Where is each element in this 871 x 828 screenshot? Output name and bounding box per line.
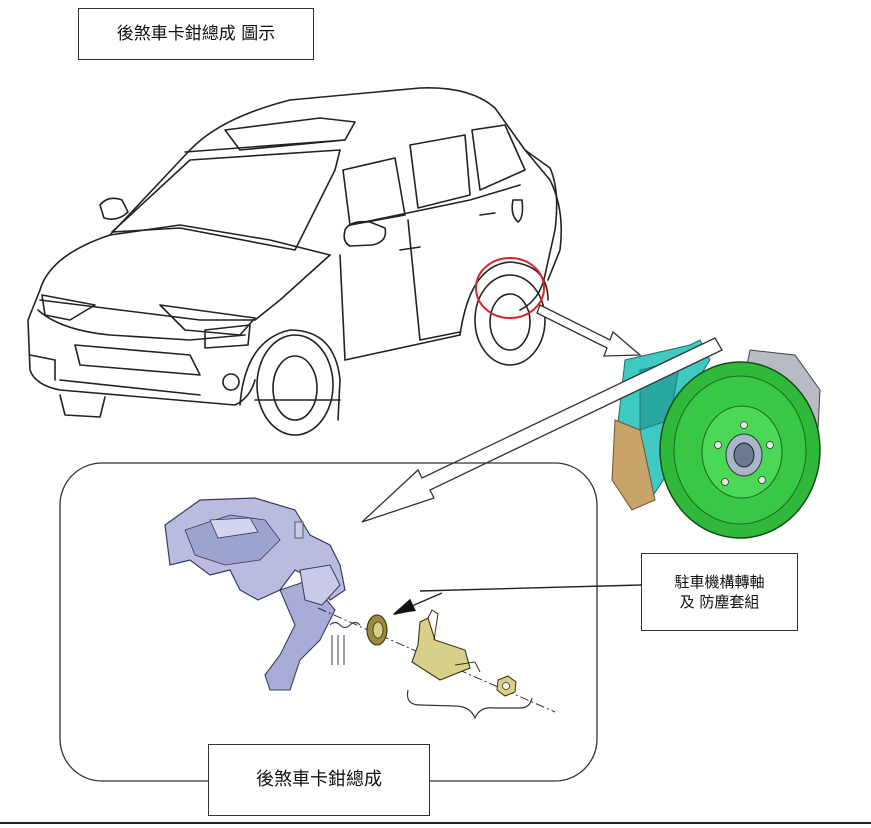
zoom-arrow-to-caliper	[361, 337, 723, 523]
bottom-rule	[0, 822, 871, 824]
dust-boot	[366, 614, 388, 646]
part-label-line1: 駐車機構轉軸	[674, 572, 765, 591]
disc-brake-assembly	[611, 339, 821, 539]
assembly-label-text: 後煞車卡鉗總成	[256, 768, 382, 790]
parking-shaft	[411, 609, 481, 681]
zoom-arrow-to-disc	[536, 304, 642, 357]
group-bracket	[406, 689, 533, 720]
pointer-arrowhead	[393, 599, 416, 614]
caliper-exploded	[164, 497, 361, 691]
suv-line-drawing	[27, 87, 563, 436]
highlight-circle	[475, 257, 545, 319]
part-label-line2: 及 防塵套組	[679, 593, 760, 611]
assembly-label-box: 後煞車卡鉗總成	[208, 744, 430, 816]
nut	[496, 675, 517, 697]
title-text: 後煞車卡鉗總成 圖示	[116, 23, 276, 44]
title-box: 後煞車卡鉗總成 圖示	[78, 8, 314, 60]
part-label-box: 駐車機構轉軸 及 防塵套組	[641, 553, 798, 631]
